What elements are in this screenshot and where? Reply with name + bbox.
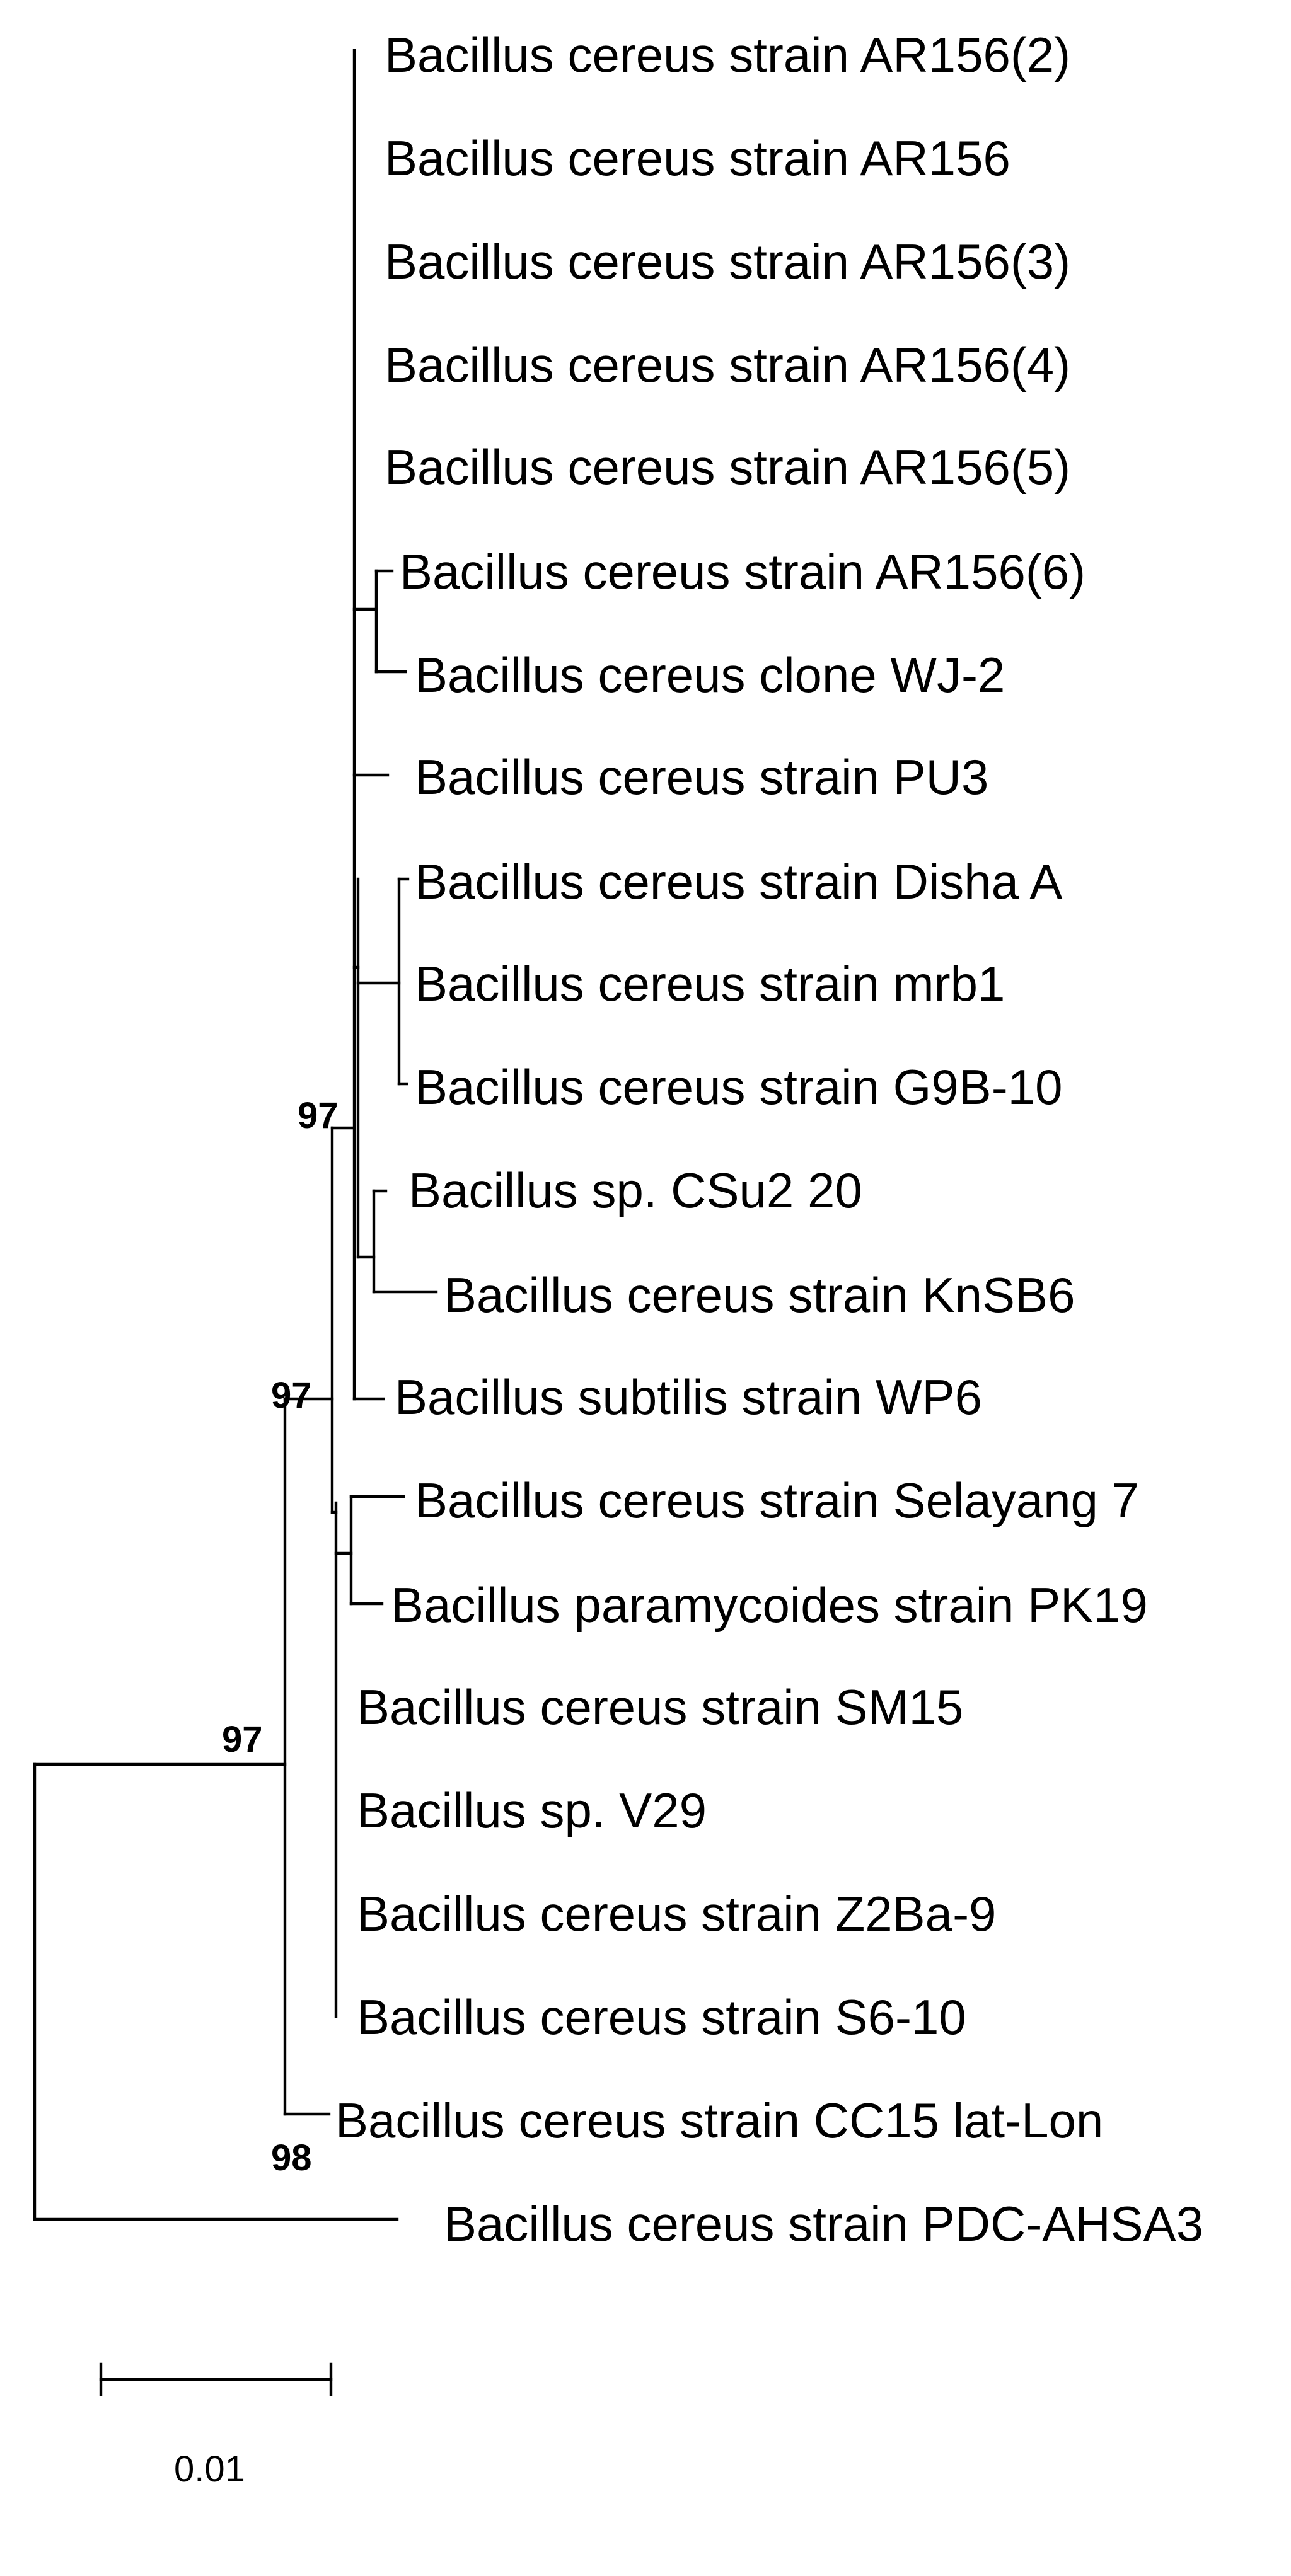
leaf-label: Bacillus cereus strain CC15 lat-Lon [335, 2093, 1103, 2148]
leaf-label: Bacillus sp. V29 [357, 1783, 707, 1838]
leaf-label: Bacillus paramycoides strain PK19 [391, 1577, 1148, 1633]
leaf-label: Bacillus cereus strain Disha A [415, 854, 1062, 909]
leaf-label: Bacillus cereus strain PU3 [415, 749, 988, 805]
scale-bar: 0.01 [99, 2362, 333, 2490]
leaf-label: Bacillus cereus strain AR156(5) [385, 439, 1070, 495]
leaf-label: Bacillus cereus clone WJ-2 [415, 647, 1005, 703]
leaf-label: Bacillus cereus strain PDC-AHSA3 [444, 2196, 1203, 2251]
leaf-label: Bacillus cereus strain Z2Ba-9 [357, 1886, 996, 1941]
bootstrap-value: 97 [271, 1375, 312, 1416]
leaf-labels: Bacillus cereus strain AR156(2) Bacillus… [335, 27, 1203, 2251]
leaf-label: Bacillus cereus strain AR156(3) [385, 234, 1070, 289]
leaf-label: Bacillus cereus strain S6-10 [357, 1989, 966, 2045]
leaf-label: Bacillus cereus strain SM15 [357, 1679, 963, 1735]
leaf-label: Bacillus subtilis strain WP6 [395, 1369, 982, 1425]
leaf-label: Bacillus cereus strain AR156(6) [400, 544, 1085, 599]
bootstrap-value: 97 [222, 1719, 263, 1760]
scale-bar-label: 0.01 [174, 2449, 245, 2490]
bootstrap-value: 98 [271, 2137, 312, 2178]
leaf-label: Bacillus cereus strain mrb1 [415, 956, 1005, 1011]
leaf-label: Bacillus cereus strain AR156(4) [385, 337, 1070, 393]
bootstrap-value: 97 [298, 1095, 339, 1136]
leaf-label: Bacillus cereus strain AR156(2) [385, 27, 1070, 83]
leaf-label: Bacillus sp. CSu2 20 [408, 1163, 862, 1218]
tree-branches [33, 49, 438, 2221]
leaf-label: Bacillus cereus strain G9B-10 [415, 1059, 1062, 1115]
leaf-label: Bacillus cereus strain Selayang 7 [415, 1473, 1139, 1528]
leaf-label: Bacillus cereus strain AR156 [385, 130, 1010, 186]
bootstrap-values: 97 97 97 98 [222, 1095, 339, 2178]
leaf-label: Bacillus cereus strain KnSB6 [444, 1267, 1075, 1323]
